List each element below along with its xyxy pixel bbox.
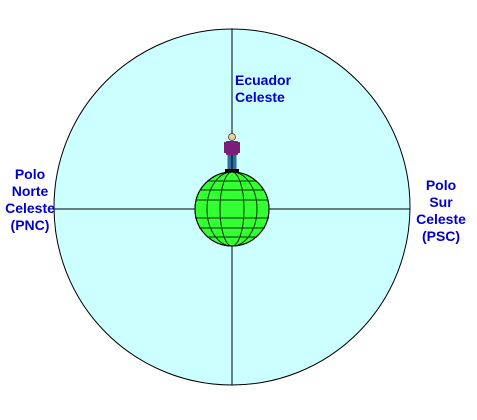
south-pole-label-line: (PSC) xyxy=(421,228,461,244)
person-icon xyxy=(224,133,240,172)
north-pole-label-line: Celeste xyxy=(5,200,55,216)
south-pole-label-line: Celeste xyxy=(416,211,466,227)
south-pole-label-line: Polo xyxy=(425,177,457,193)
north-pole-label-line: Norte xyxy=(11,183,49,199)
north-pole-label-line: Polo xyxy=(14,166,46,182)
north-celestial-pole-label: Polo Norte Celeste (PNC) xyxy=(3,166,57,234)
south-pole-label-line: Sur xyxy=(429,194,453,210)
earth-globe-icon xyxy=(194,171,270,247)
celestial-equator-label-line: Ecuador xyxy=(235,72,292,88)
south-celestial-pole-label: Polo Sur Celeste (PSC) xyxy=(414,177,468,245)
north-pole-label-line: (PNC) xyxy=(10,217,50,233)
celestial-equator-label-line: Celeste xyxy=(235,89,285,105)
celestial-equator-label: Ecuador Celeste xyxy=(235,72,291,106)
